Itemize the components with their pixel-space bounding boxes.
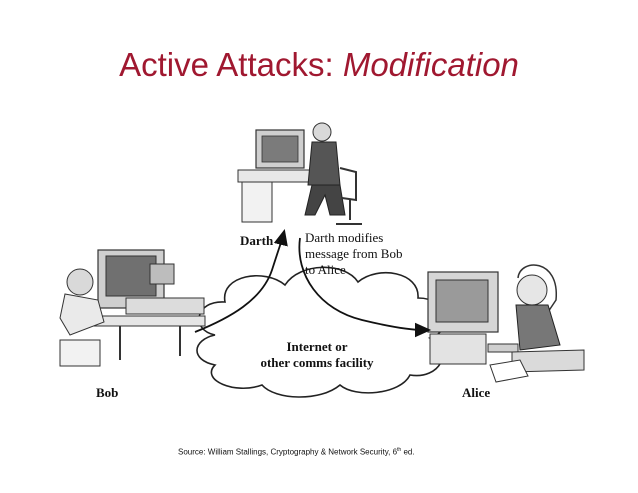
cloud-label: Internet or other comms facility (232, 339, 402, 371)
alice-figure-icon (427, 264, 585, 383)
alice-label: Alice (462, 385, 491, 400)
caption-sup: th (397, 447, 402, 453)
annotation-line-1: Darth modifies (305, 230, 384, 245)
arrow-bob-to-darth (194, 229, 288, 333)
annotation-line-2: message from Bob (305, 246, 403, 261)
title-prefix: Active Attacks: (119, 46, 343, 83)
bob-label: Bob (96, 385, 119, 400)
cloud-label-line-2: other comms facility (260, 355, 374, 370)
source-caption: Source: William Stallings, Cryptography … (178, 447, 415, 457)
slide-title: Active Attacks: Modification (0, 46, 638, 84)
title-emphasis: Modification (342, 46, 519, 83)
darth-figure-icon (237, 122, 362, 225)
cloud-label-line-1: Internet or (286, 339, 348, 354)
arrow-darth-to-alice (298, 237, 432, 338)
internet-cloud (196, 266, 447, 398)
caption-suffix: ed. (401, 447, 415, 457)
bob-figure-icon (59, 249, 206, 367)
annotation-text: Darth modifies message from Bob to Alice (305, 230, 402, 278)
darth-label: Darth (240, 233, 274, 248)
caption-text: Source: William Stallings, Cryptography … (178, 447, 398, 457)
annotation-line-3: to Alice (305, 262, 346, 277)
